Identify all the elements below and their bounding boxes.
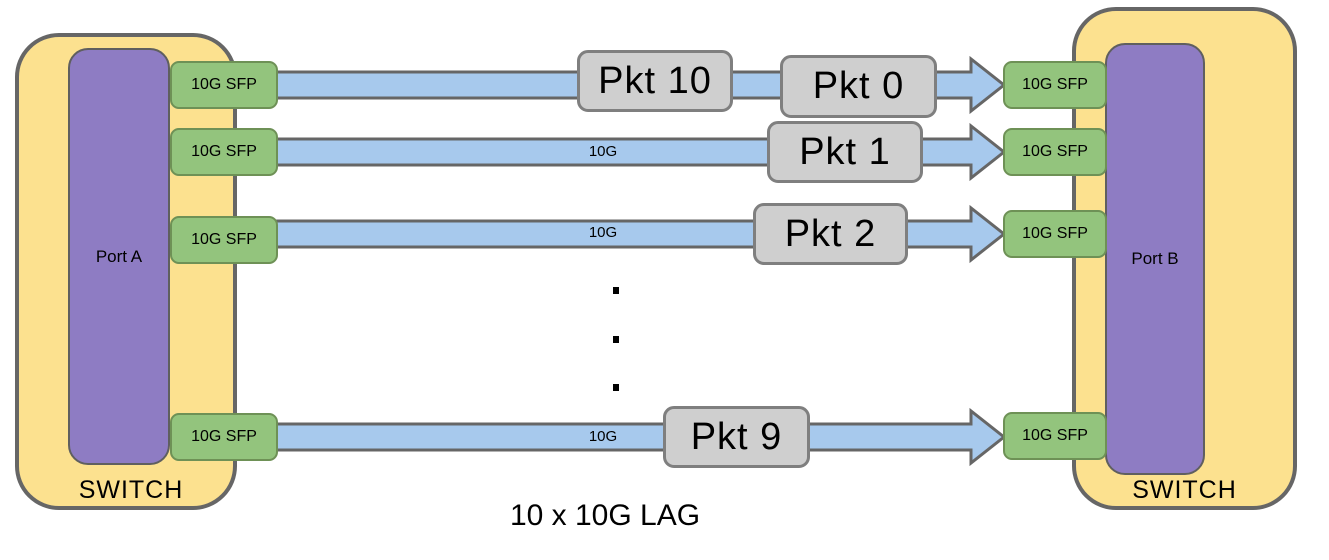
- packet-label: Pkt 1: [799, 130, 891, 173]
- right-switch-label: SWITCH: [1132, 476, 1237, 504]
- right-sfp-2-label: 10G SFP: [1022, 143, 1088, 160]
- packet-label: Pkt 10: [598, 59, 712, 102]
- ellipsis-dot: [613, 336, 619, 343]
- right-sfp-1-label: 10G SFP: [1022, 76, 1088, 93]
- speed-label-link-4: 10G: [588, 428, 618, 445]
- left-sfp-1-label: 10G SFP: [191, 76, 257, 93]
- packet-box-pkt-0: Pkt 0: [780, 55, 937, 118]
- ellipsis-dot: [613, 287, 619, 294]
- packet-box-pkt-2: Pkt 2: [753, 203, 908, 265]
- speed-label-link-3: 10G: [588, 224, 618, 241]
- port-a-block: Port A: [68, 48, 170, 465]
- port-b-block: Port B: [1105, 43, 1205, 475]
- left-sfp-2: 10G SFP: [170, 128, 278, 176]
- port-a-label: Port A: [95, 246, 143, 266]
- right-sfp-3-label: 10G SFP: [1022, 225, 1088, 242]
- packet-box-pkt-9: Pkt 9: [663, 406, 810, 468]
- right-sfp-3: 10G SFP: [1003, 210, 1107, 258]
- right-sfp-1: 10G SFP: [1003, 61, 1107, 109]
- left-switch-label: SWITCH: [78, 476, 184, 504]
- packet-box-pkt-1: Pkt 1: [767, 121, 923, 183]
- right-sfp-4: 10G SFP: [1003, 412, 1107, 460]
- speed-label-link-2: 10G: [588, 143, 618, 160]
- left-sfp-4: 10G SFP: [170, 413, 278, 461]
- port-b-label: Port B: [1131, 249, 1179, 268]
- left-sfp-3: 10G SFP: [170, 216, 278, 264]
- packet-box-pkt-10: Pkt 10: [577, 50, 733, 112]
- left-sfp-4-label: 10G SFP: [191, 428, 257, 445]
- packet-label: Pkt 0: [812, 65, 905, 107]
- ellipsis-dot: [613, 384, 619, 391]
- left-sfp-1: 10G SFP: [170, 61, 278, 109]
- left-sfp-2-label: 10G SFP: [191, 143, 257, 160]
- packet-label: Pkt 9: [690, 415, 783, 458]
- link-arrow-4: [268, 407, 1007, 467]
- packet-label: Pkt 2: [784, 212, 877, 255]
- left-sfp-3-label: 10G SFP: [191, 231, 257, 248]
- right-sfp-2: 10G SFP: [1003, 128, 1107, 176]
- right-sfp-4-label: 10G SFP: [1022, 427, 1088, 444]
- lag-caption: 10 x 10G LAG: [509, 499, 701, 532]
